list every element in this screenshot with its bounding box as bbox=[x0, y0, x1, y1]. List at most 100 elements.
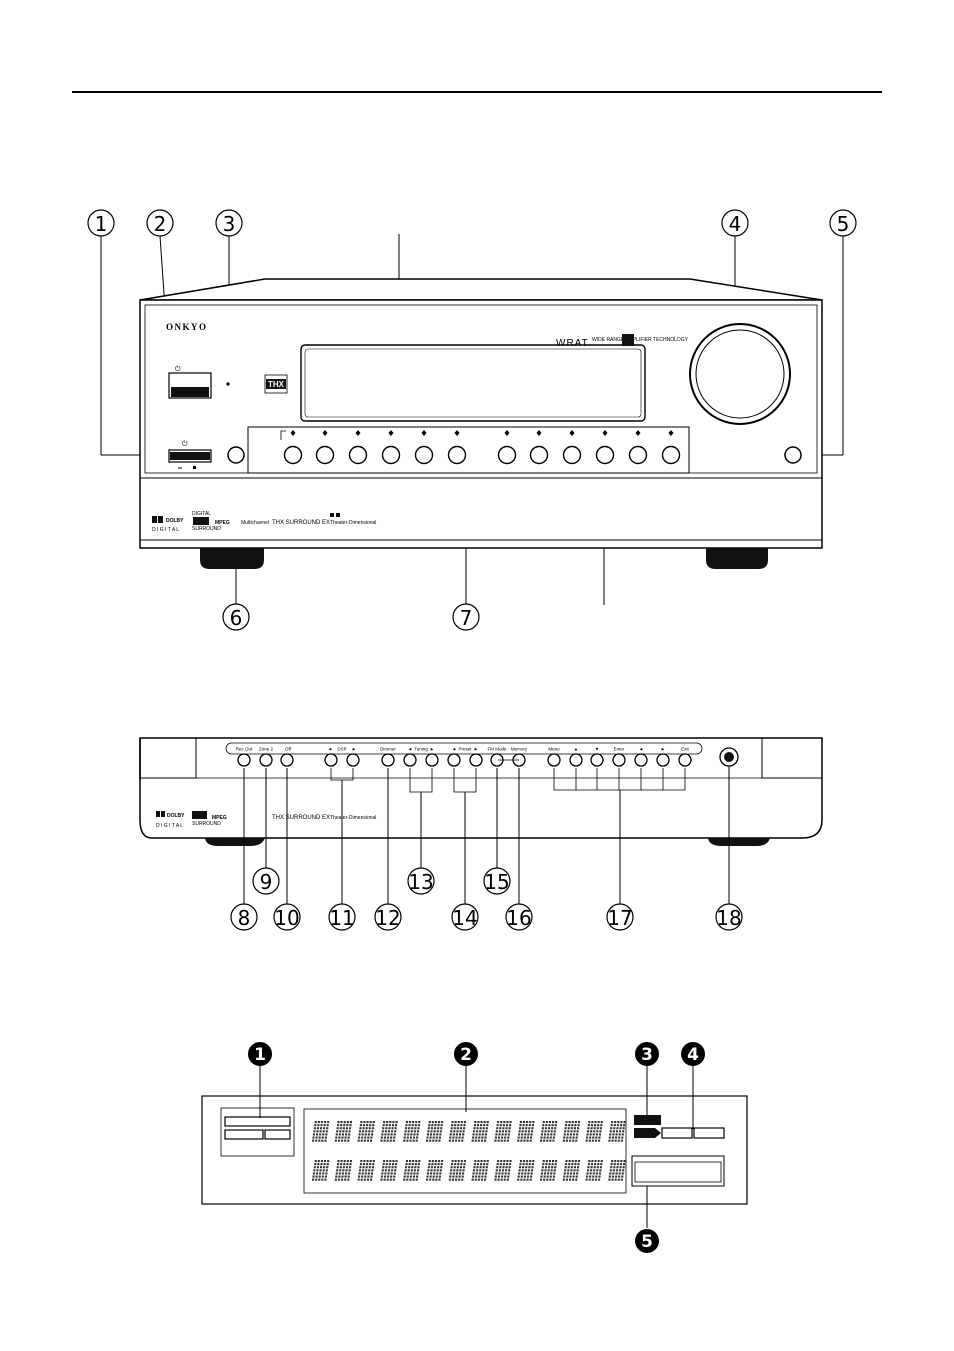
sub-panel-label: ► bbox=[430, 747, 434, 752]
sub-panel-button[interactable] bbox=[469, 753, 483, 767]
sub-callout-label: 9 bbox=[260, 870, 273, 894]
sub-callout-4 bbox=[328, 903, 356, 931]
input-selector-button[interactable] bbox=[447, 445, 467, 465]
indicator-icon bbox=[668, 430, 674, 436]
input-selector-button[interactable] bbox=[381, 445, 401, 465]
sub-callout-label: 14 bbox=[452, 906, 477, 930]
display-callout-label: 5 bbox=[641, 1232, 653, 1252]
mr-logo bbox=[622, 334, 634, 346]
sub-panel-button[interactable] bbox=[259, 753, 273, 767]
sub-panel-button[interactable] bbox=[425, 753, 439, 767]
sub-panel-button[interactable] bbox=[447, 753, 461, 767]
svg-text:D I G I T A L: D I G I T A L bbox=[156, 823, 183, 829]
indicator-icon bbox=[322, 430, 328, 436]
sub-callout-2 bbox=[252, 867, 280, 895]
phones-jack[interactable] bbox=[227, 446, 245, 464]
input-selector-button[interactable] bbox=[348, 445, 368, 465]
sub-panel-label: ▼ bbox=[595, 747, 599, 752]
sub-callout-label: 16 bbox=[506, 906, 531, 930]
sub-panel-button[interactable] bbox=[656, 753, 670, 767]
sub-panel-button[interactable] bbox=[324, 753, 338, 767]
input-selector-button[interactable] bbox=[595, 445, 615, 465]
svg-text:DIGITAL: DIGITAL bbox=[192, 511, 211, 517]
sub-panel-label: Tuning bbox=[414, 747, 428, 752]
sub-callout-label: 12 bbox=[375, 906, 400, 930]
indicator-icon bbox=[504, 430, 510, 436]
display-callout-1 bbox=[248, 1042, 272, 1066]
sub-panel-button[interactable] bbox=[381, 753, 395, 767]
sub-panel-label: Preset bbox=[458, 747, 472, 752]
wrat-logo: WRAT bbox=[556, 338, 589, 349]
sub-panel-button[interactable] bbox=[547, 753, 561, 767]
svg-text:DOLBY: DOLBY bbox=[166, 518, 184, 524]
svg-text:D I G I T A L: D I G I T A L bbox=[152, 527, 179, 533]
sub-callout-label: 15 bbox=[484, 870, 509, 894]
sub-callout-5 bbox=[374, 903, 402, 931]
format-logos: DOLBY D I G I T A L DIGITAL SURROUND MPE… bbox=[152, 511, 376, 533]
sub-panel-button[interactable] bbox=[346, 753, 360, 767]
sub-panel-label: Memory bbox=[511, 747, 528, 752]
sub-panel-buttons bbox=[237, 747, 739, 767]
front-callout-label: 6 bbox=[230, 606, 243, 630]
svg-text:Theater-Dimensional: Theater-Dimensional bbox=[330, 520, 376, 526]
sub-panel-label: FM Mode bbox=[487, 747, 507, 752]
front-callout-label: 7 bbox=[460, 606, 473, 630]
input-selector-button[interactable] bbox=[414, 445, 434, 465]
sub-panel-label: Off bbox=[285, 747, 292, 752]
front-callout-7 bbox=[452, 603, 480, 631]
input-selector-button[interactable] bbox=[562, 445, 582, 465]
svg-text:WIDE RANGE AMPLIFIER TECHNOLOG: WIDE RANGE AMPLIFIER TECHNOLOGY bbox=[592, 337, 689, 343]
sub-panel-label: DSP bbox=[337, 747, 346, 752]
sub-panel-button[interactable] bbox=[237, 753, 251, 767]
front-callout-label: 2 bbox=[154, 212, 167, 236]
sub-panel-label: Enter bbox=[614, 747, 625, 752]
input-selector-buttons bbox=[280, 430, 681, 465]
thx-logo: THX bbox=[264, 374, 288, 394]
sub-callout-8 bbox=[483, 867, 511, 895]
sub-panel-button[interactable] bbox=[612, 753, 626, 767]
speaker-button[interactable] bbox=[784, 446, 802, 464]
front-display bbox=[300, 344, 646, 422]
indicator-icon bbox=[569, 430, 575, 436]
standby-indicator bbox=[226, 382, 230, 386]
front-callout-label: 5 bbox=[837, 212, 850, 236]
sub-callout-9 bbox=[505, 903, 533, 931]
sub-callout-label: 13 bbox=[408, 870, 433, 894]
front-callout-5 bbox=[829, 209, 857, 237]
indicator-icon bbox=[454, 430, 460, 436]
display-diagram bbox=[201, 1066, 748, 1228]
svg-text:THX SURROUND EX: THX SURROUND EX bbox=[272, 520, 330, 526]
sub-panel-button[interactable] bbox=[634, 753, 648, 767]
input-selector-button[interactable] bbox=[628, 445, 648, 465]
input-selector-button[interactable] bbox=[661, 445, 681, 465]
input-selector-button[interactable] bbox=[315, 445, 335, 465]
input-selector-button[interactable] bbox=[529, 445, 549, 465]
sub-panel-button[interactable] bbox=[590, 753, 604, 767]
front-callout-label: 1 bbox=[95, 212, 108, 236]
sub-panel-button[interactable] bbox=[678, 753, 692, 767]
indicator-icon bbox=[290, 430, 296, 436]
sub-panel-button[interactable] bbox=[280, 753, 294, 767]
svg-text:SURROUND: SURROUND bbox=[192, 821, 221, 827]
front-panel: ONKYO ⏻ THX WRAT WIDE RANGE AMPLIFIER TE… bbox=[100, 234, 844, 605]
sub-panel-label: ► bbox=[661, 747, 665, 752]
sub-panel-label: ► bbox=[474, 747, 478, 752]
indicator-icon bbox=[635, 430, 641, 436]
dot-matrix bbox=[312, 1121, 626, 1181]
input-selector-button[interactable] bbox=[283, 445, 303, 465]
sub-callout-label: 10 bbox=[274, 906, 299, 930]
input-selector-button[interactable] bbox=[497, 445, 517, 465]
sub-panel-button[interactable] bbox=[569, 753, 583, 767]
sub-panel-button[interactable] bbox=[403, 753, 417, 767]
sub-callout-label: 17 bbox=[607, 906, 632, 930]
front-callout-3 bbox=[215, 209, 243, 237]
sub-panel-label: Zone 2 bbox=[259, 747, 274, 752]
svg-text:Theater-Dimensional: Theater-Dimensional bbox=[330, 815, 376, 821]
sub-callout-label: 11 bbox=[329, 906, 354, 930]
sub-panel-label: ▲ bbox=[574, 747, 578, 752]
sub-panel-label: ◄ bbox=[452, 747, 456, 752]
master-volume-knob[interactable] bbox=[689, 323, 791, 425]
